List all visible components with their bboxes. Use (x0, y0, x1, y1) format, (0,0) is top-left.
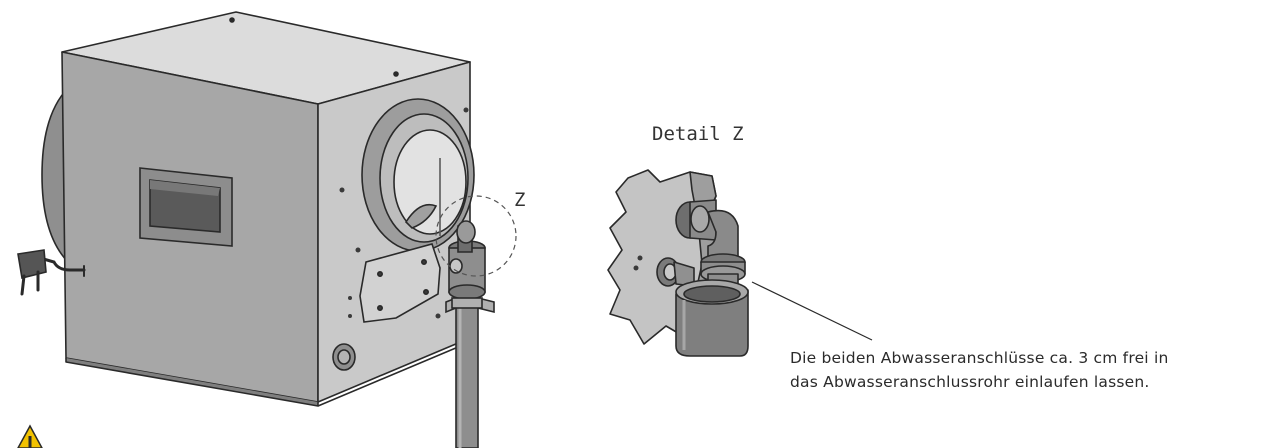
control-display (139, 167, 233, 247)
cover-plate (359, 243, 441, 323)
power-plug (17, 249, 86, 296)
collection-pipe (675, 279, 749, 357)
caption-line-2: das Abwasseranschlussrohr einlaufen lass… (790, 373, 1150, 391)
caption-leader-line (751, 281, 873, 341)
side-fitting (332, 343, 356, 371)
detail-callout-circle (435, 195, 517, 277)
detail-callout-marker: Z (514, 189, 525, 211)
detail-title: Detail Z (652, 123, 744, 145)
caption-text: Die beiden Abwasseranschlüsse ca. 3 cm f… (790, 346, 1270, 394)
warning-icon (17, 424, 43, 448)
detail-z-view (607, 169, 749, 357)
caption-line-1: Die beiden Abwasseranschlüsse ca. 3 cm f… (790, 349, 1169, 367)
pipe-clamp (445, 296, 495, 314)
side-face-holes (339, 107, 469, 319)
